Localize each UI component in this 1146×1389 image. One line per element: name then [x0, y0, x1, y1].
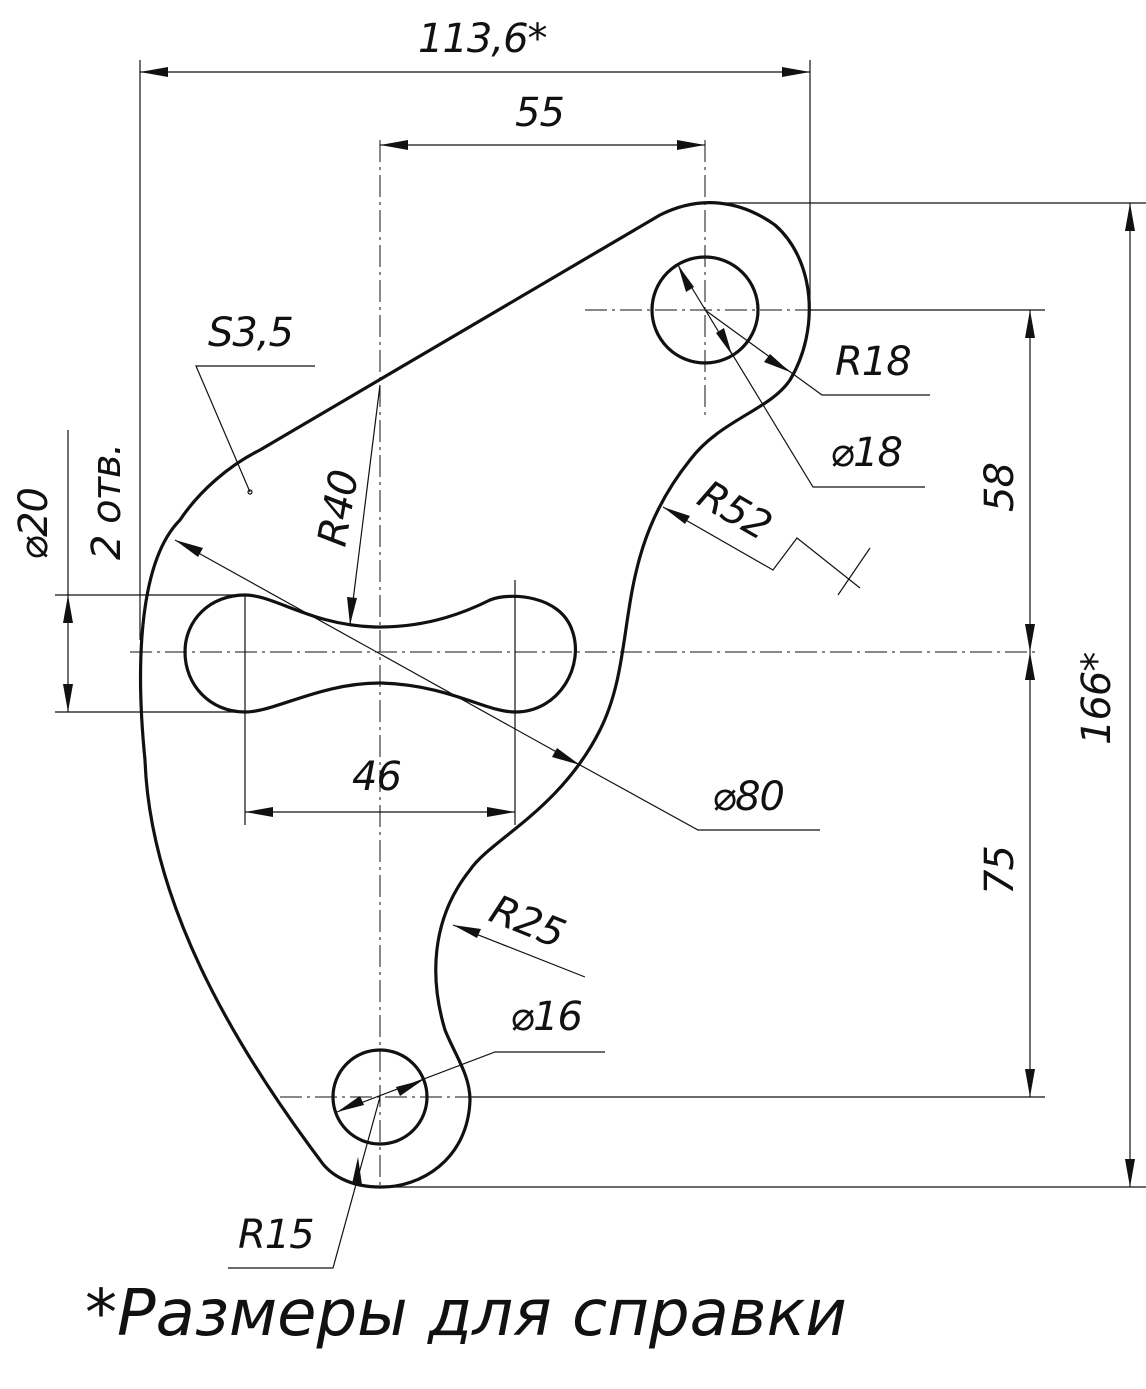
dim-58-label: 58 [977, 463, 1023, 512]
dim-166-label: 166* [1074, 653, 1120, 745]
leader-r15 [228, 1096, 381, 1269]
arrow [140, 67, 168, 77]
arrow [1025, 310, 1035, 338]
arrow [352, 1157, 362, 1185]
part-outline [138, 201, 811, 1189]
dim-20-label: ⌀20 [11, 488, 57, 560]
leader-hole-bottom [336, 1051, 605, 1113]
reference-note: *Размеры для справки [85, 1277, 847, 1351]
dim-2-holes-label: 2 отв. [84, 444, 130, 560]
arrow [716, 328, 732, 355]
dim-55-label: 55 [515, 90, 564, 136]
leader-thickness [195, 365, 315, 493]
thickness-label: S3,5 [208, 310, 293, 356]
arrow [552, 748, 580, 765]
arrow [1025, 624, 1035, 652]
arrow [380, 140, 408, 150]
arrow [663, 507, 690, 524]
r18-label: R18 [835, 339, 911, 385]
arrow [1025, 1069, 1035, 1097]
arrow [677, 140, 705, 150]
dim-46-label: 46 [352, 754, 401, 800]
arrow [764, 354, 790, 372]
arrow [1125, 203, 1135, 231]
arrow [782, 67, 810, 77]
arrow [678, 265, 694, 292]
r52-label: R52 [690, 472, 779, 550]
arc-80-label: ⌀80 [712, 774, 784, 820]
arrow [396, 1080, 423, 1096]
leader-r18 [704, 309, 930, 396]
r40-label: R40 [310, 467, 368, 550]
arrow [487, 807, 515, 817]
r52-tick [837, 547, 871, 596]
arrow [337, 1096, 364, 1112]
leader-r52 [662, 506, 861, 589]
leader-r40 [349, 384, 381, 626]
r15-label: R15 [238, 1212, 314, 1258]
arrow [347, 597, 357, 625]
arrow [245, 807, 273, 817]
r25-label: R25 [483, 887, 570, 958]
dim-75-label: 75 [977, 846, 1023, 895]
leader-arc-80 [174, 539, 820, 831]
arrow [1125, 1159, 1135, 1187]
dim-113-label: 113,6* [418, 16, 547, 62]
arrow [63, 684, 73, 712]
arrow [453, 925, 481, 938]
thickness-dot [247, 489, 253, 495]
hole-top-label: ⌀18 [830, 430, 902, 476]
arrow [175, 540, 203, 557]
hole-bottom-label: ⌀16 [510, 994, 582, 1040]
arrow [63, 595, 73, 623]
arrow [1025, 652, 1035, 680]
